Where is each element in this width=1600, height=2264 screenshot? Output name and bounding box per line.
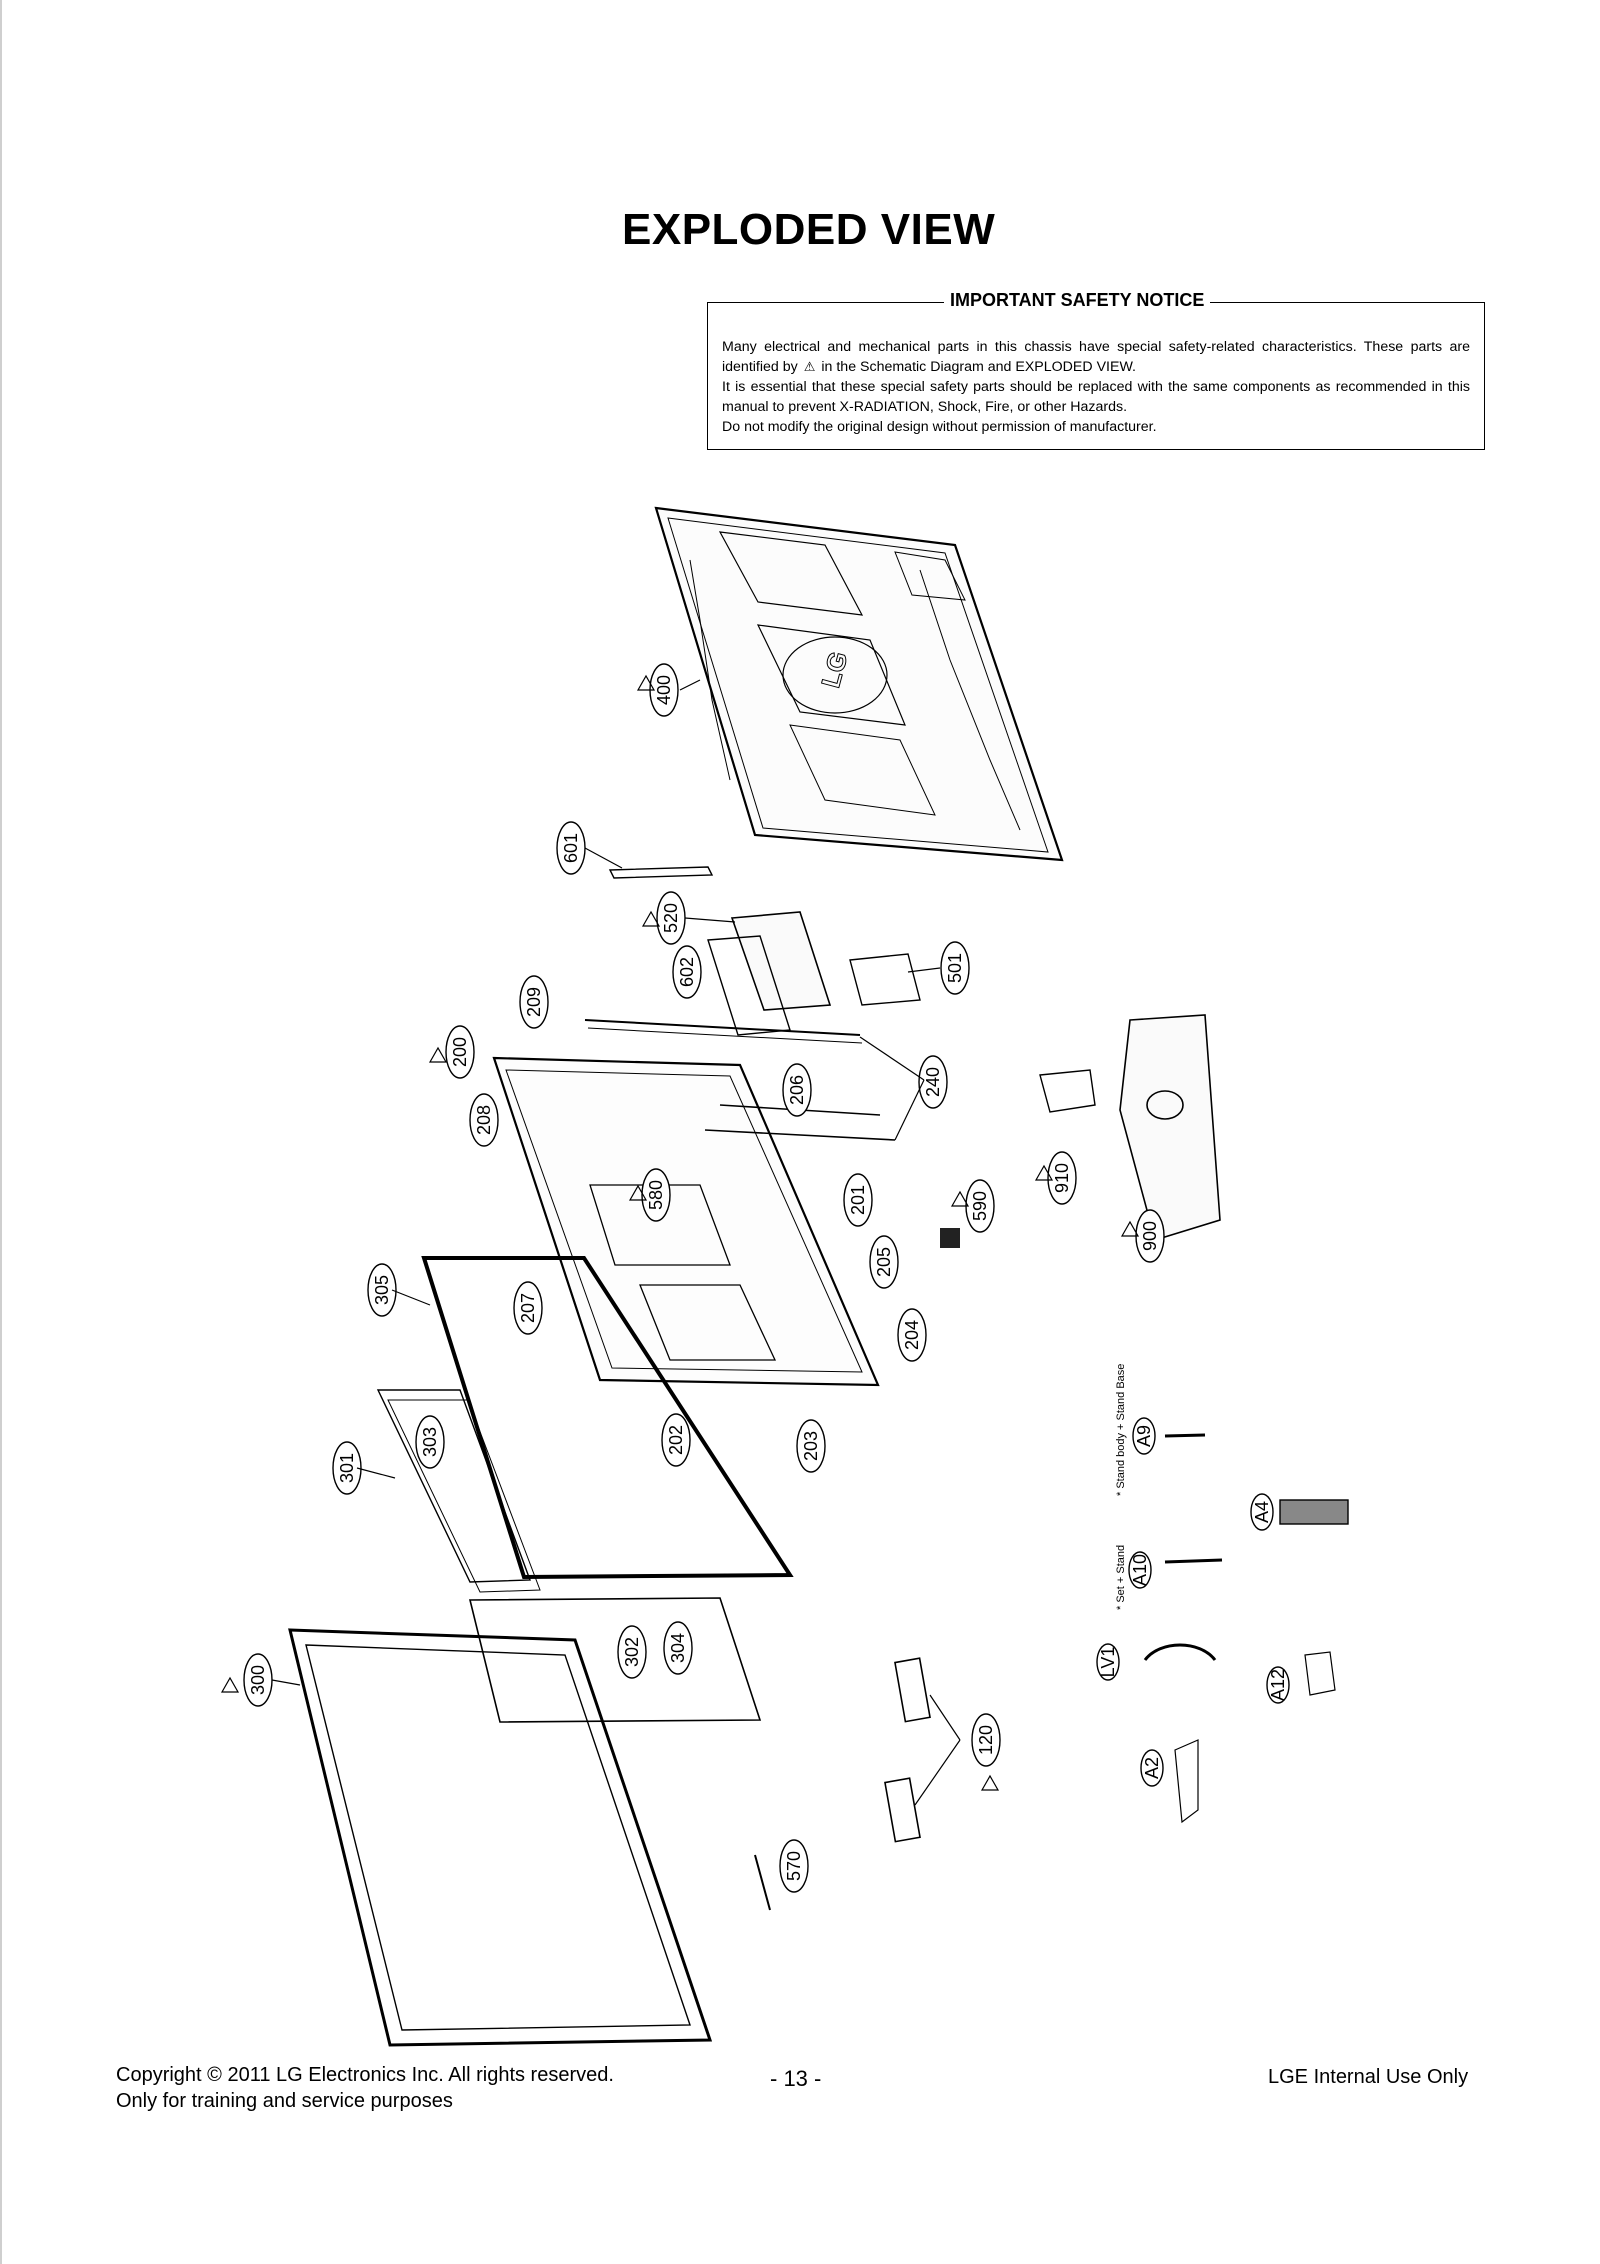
callout-label: 302 — [622, 1637, 642, 1667]
callout-207: 207 — [513, 1281, 543, 1335]
accessories — [1143, 1433, 1349, 1824]
callout-label: LV1 — [1098, 1647, 1118, 1678]
callout-a12: A12 — [1266, 1666, 1290, 1704]
callout-206: 206 — [782, 1063, 812, 1117]
notice-paragraph-3: Do not modify the original design withou… — [722, 419, 1157, 435]
callout-label: 602 — [677, 957, 697, 987]
leader-lines — [271, 679, 961, 1806]
callout-208: 208 — [469, 1093, 499, 1147]
notice-paragraph-2: It is essential that these special safet… — [722, 379, 1470, 415]
chassis-frame — [492, 1019, 896, 1387]
brackets — [608, 866, 921, 1036]
note-set-stand: * Set + Stand — [1115, 1545, 1127, 1610]
callout-520: 520 — [656, 891, 686, 945]
callout-lv1: LV1 — [1096, 1643, 1120, 1681]
notice-paragraph-1: Many electrical and mechanical parts in … — [722, 337, 1470, 377]
warning-markers — [220, 674, 1140, 1791]
callout-400: 400 — [649, 663, 679, 717]
callout-a4: A4 — [1250, 1493, 1274, 1531]
callout-label: 305 — [372, 1275, 392, 1305]
front-cabinet — [288, 1628, 713, 2047]
callout-label: A10 — [1130, 1554, 1150, 1586]
callout-label: 601 — [561, 833, 581, 863]
callout-a9: A9 — [1132, 1417, 1156, 1455]
callout-240: 240 — [918, 1055, 948, 1109]
callout-label: 304 — [668, 1633, 688, 1663]
callout-303: 303 — [415, 1415, 445, 1469]
callout-label: 206 — [787, 1075, 807, 1105]
callout-label: 209 — [524, 987, 544, 1017]
panel-sheets — [376, 1256, 794, 1723]
callout-label: 301 — [337, 1453, 357, 1483]
speakers — [754, 1228, 960, 1911]
callout-209: 209 — [519, 975, 549, 1029]
note-stand-base: * Stand body + Stand Base — [1115, 1364, 1127, 1496]
safety-notice-title: IMPORTANT SAFETY NOTICE — [944, 290, 1211, 311]
callout-label: 580 — [646, 1180, 666, 1210]
safety-notice-body: Many electrical and mechanical parts in … — [722, 337, 1470, 437]
callout-label: 205 — [874, 1247, 894, 1277]
callout-label: 208 — [474, 1105, 494, 1135]
training-text: Only for training and service purposes — [116, 2090, 453, 2112]
callout-203: 203 — [796, 1419, 826, 1473]
footer-copyright: Copyright © 2011 LG Electronics Inc. All… — [116, 2062, 614, 2114]
callout-a2: A2 — [1140, 1749, 1164, 1787]
callout-label: 240 — [923, 1067, 943, 1097]
callout-601: 601 — [556, 821, 586, 875]
notice-text-1a: Many electrical and mechanical parts in … — [722, 339, 1470, 375]
callout-label: 202 — [666, 1425, 686, 1455]
callout-120: 120 — [971, 1713, 1001, 1767]
callout-label: A9 — [1134, 1425, 1154, 1447]
notice-text-1b: in the Schematic Diagram and EXPLODED VI… — [821, 359, 1136, 375]
stand — [1039, 1014, 1221, 1242]
callout-label: 200 — [450, 1037, 470, 1067]
callout-300: 300 — [243, 1653, 273, 1707]
callout-label: 400 — [654, 675, 674, 705]
callout-label: 900 — [1140, 1221, 1160, 1251]
callout-label: 590 — [970, 1191, 990, 1221]
callout-label: 120 — [976, 1725, 996, 1755]
page-edge — [0, 0, 2, 2264]
page-number: - 13 - — [770, 2066, 822, 2091]
callout-label: 300 — [248, 1665, 268, 1695]
callout-590: 590 — [965, 1179, 995, 1233]
callout-580: 580 — [641, 1168, 671, 1222]
callout-202: 202 — [661, 1413, 691, 1467]
callout-602: 602 — [672, 945, 702, 999]
callout-label: A2 — [1142, 1757, 1162, 1779]
callout-label: A12 — [1268, 1669, 1288, 1701]
callout-205: 205 — [869, 1235, 899, 1289]
callout-302: 302 — [617, 1625, 647, 1679]
callout-label: 520 — [661, 903, 681, 933]
callout-label: 501 — [945, 953, 965, 983]
callout-301: 301 — [332, 1441, 362, 1495]
callout-200: 200 — [445, 1025, 475, 1079]
callout-910: 910 — [1047, 1151, 1077, 1205]
copyright-text: Copyright © 2011 LG Electronics Inc. All… — [116, 2064, 614, 2086]
callout-900: 900 — [1135, 1209, 1165, 1263]
callout-label: 207 — [518, 1293, 538, 1323]
callout-label: A4 — [1252, 1501, 1272, 1523]
callout-label: 204 — [902, 1320, 922, 1350]
callout-label: 203 — [801, 1431, 821, 1461]
callout-201: 201 — [843, 1173, 873, 1227]
callout-label: 303 — [420, 1427, 440, 1457]
back-cover: LG — [654, 506, 1064, 862]
callout-bubbles: 400 601 520 602 501 209 200 240 206 208 580 201 590 9… — [243, 663, 1290, 1893]
callout-label: 570 — [784, 1851, 804, 1881]
internal-use-label: LGE Internal Use Only — [1268, 2066, 1469, 2088]
callout-label: 910 — [1052, 1163, 1072, 1193]
callout-a10: A10 — [1128, 1551, 1152, 1589]
callout-570: 570 — [779, 1839, 809, 1893]
callout-label: 201 — [848, 1185, 868, 1215]
page-title: EXPLODED VIEW — [622, 205, 996, 254]
callout-204: 204 — [897, 1308, 927, 1362]
callout-305: 305 — [367, 1263, 397, 1317]
safety-notice-box: IMPORTANT SAFETY NOTICE Many electrical … — [707, 290, 1485, 450]
callout-304: 304 — [663, 1621, 693, 1675]
warning-icon: ⚠ — [803, 359, 816, 374]
callout-501: 501 — [940, 941, 970, 995]
